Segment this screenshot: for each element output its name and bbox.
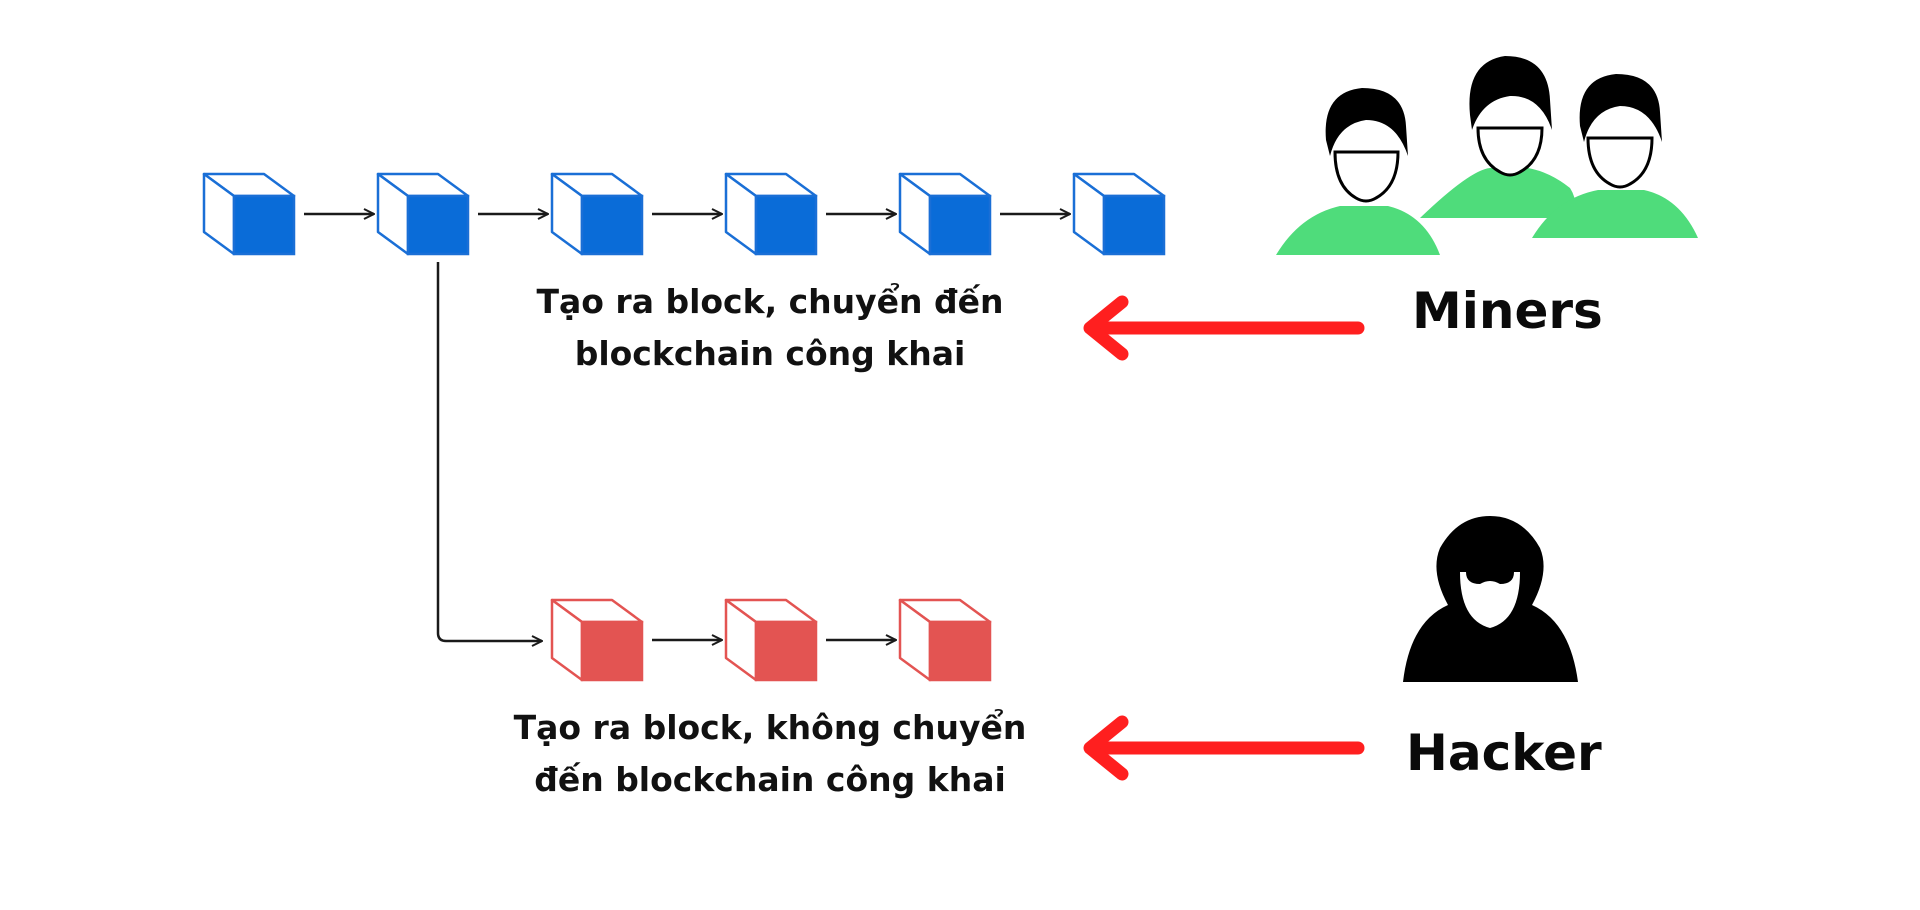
hacker-block [898, 598, 992, 682]
hooded-hacker-icon [1403, 516, 1578, 682]
miners-group-icon [1276, 56, 1698, 255]
public-block [724, 172, 818, 256]
public-caption-line-2: blockchain công khai [574, 334, 966, 373]
public-block [1072, 172, 1166, 256]
fork-connector [436, 262, 542, 641]
public-chain-caption: Tạo ra block, chuyển đến blockchain công… [530, 276, 1010, 380]
public-block [898, 172, 992, 256]
hacker-arrow [1083, 715, 1365, 781]
hacker-block [724, 598, 818, 682]
public-block [550, 172, 644, 256]
public-caption-line-1: Tạo ra block, chuyển đến [536, 282, 1004, 321]
hacker-label: Hacker [1406, 724, 1602, 782]
hacker-caption-line-2: đến blockchain công khai [534, 760, 1006, 799]
public-blockchain [202, 172, 1166, 256]
public-block [376, 172, 470, 256]
miners-arrow [1083, 295, 1365, 361]
public-block [202, 172, 296, 256]
hacker-private-chain [550, 598, 992, 682]
miners-label: Miners [1412, 282, 1603, 340]
hacker-caption-line-1: Tạo ra block, không chuyển [513, 708, 1027, 747]
hacker-block [550, 598, 644, 682]
hacker-chain-caption: Tạo ra block, không chuyển đến blockchai… [510, 702, 1030, 806]
